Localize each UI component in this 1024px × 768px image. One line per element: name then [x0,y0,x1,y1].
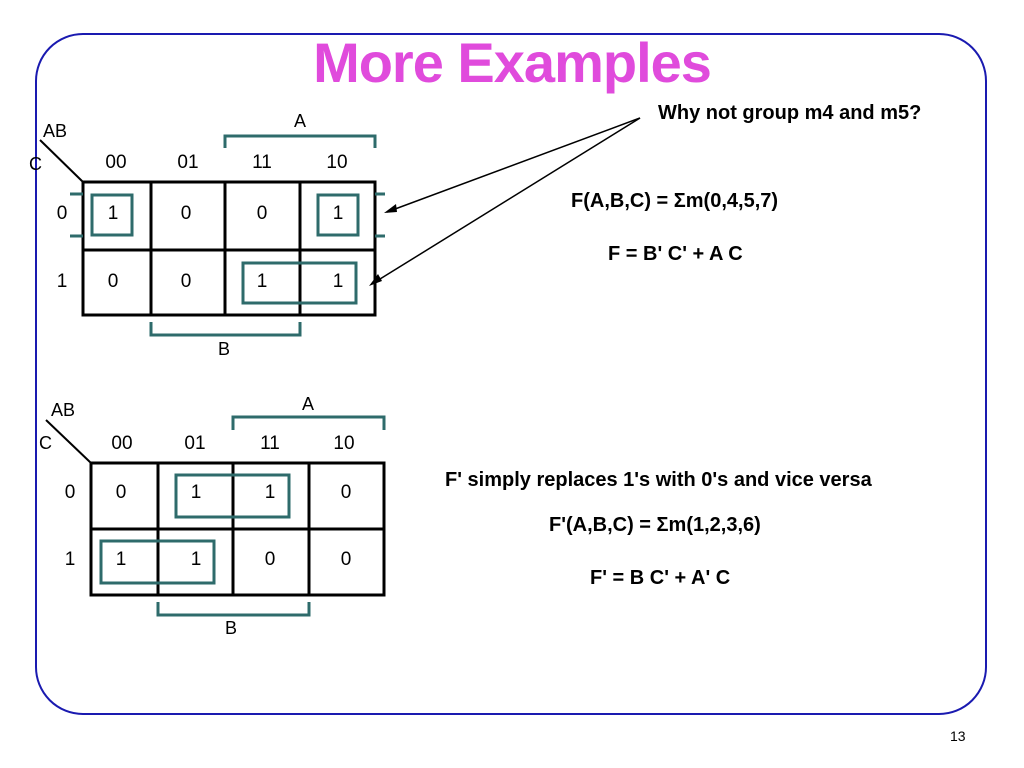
kmap2-label-a: A [302,394,315,414]
kmap1-groups [70,134,385,337]
kmap2-col-header: 01 [184,433,206,454]
question-text: Why not group m4 and m5? [658,102,922,124]
kmap1-col-header: 01 [177,152,199,173]
kmap2-label-b: B [225,618,238,638]
page-title: More Examples [313,31,712,94]
kmap2-row-header: 0 [64,482,76,503]
f2-simplified: F' = B C' + A' C [590,567,731,589]
kmap1-label-b: B [218,339,231,359]
kmap2-cell: 1 [115,549,127,570]
kmap2-row-header: 1 [64,549,76,570]
kmap1-wrap-bracket-left [70,192,83,238]
kmap1-col-header: 11 [252,152,272,173]
slide-number: 13 [950,728,966,744]
kmap1-label-a: A [294,111,307,131]
kmap1-grid [81,180,377,317]
kmap1-bracket-b [149,322,302,337]
kmap2-col-header: 11 [260,433,280,454]
kmap1-corner-ab: AB [43,121,68,141]
kmap1-group-m4 [316,193,360,237]
kmap1-cell: 1 [107,203,119,224]
kmap1-cell: 0 [256,203,268,224]
question-arrows [371,117,641,285]
kmap2-corner-c: C [39,433,52,453]
kmap1-col-header: 10 [326,152,348,173]
kmap2-col-header: 00 [111,433,133,454]
kmap2-groups [99,415,386,617]
kmap1-corner-diagonal [39,139,84,183]
kmap1-cell: 1 [332,271,344,292]
kmap2-corner-diagonal [45,419,92,464]
complement-note: F' simply replaces 1's with 0's and vice… [445,469,872,491]
kmap2-group-m1-m3 [99,539,216,585]
kmap1-col-header: 00 [105,152,127,173]
kmap2-cell: 0 [340,482,352,503]
kmap2-col-header: 10 [333,433,355,454]
kmap1-row-header: 0 [56,203,68,224]
f1-sum-of-minterms: F(A,B,C) = Σm(0,4,5,7) [571,190,779,212]
kmap1-bracket-a [223,134,377,148]
slide-frame [35,33,987,715]
kmap2-corner-ab: AB [51,400,76,420]
kmap1-cell: 0 [180,203,192,224]
arrowhead-2 [369,274,382,286]
kmap1-group-m5-m7 [241,261,358,305]
kmap1-cell: 0 [107,271,119,292]
kmap2-cell: 0 [340,549,352,570]
f1-simplified: F = B' C' + A C [608,243,743,265]
kmap2-bracket-b [156,602,311,617]
kmap2-bracket-a [231,415,386,430]
kmap1-cell: 1 [256,271,268,292]
kmap2-cell: 1 [264,482,276,503]
kmap2-cell: 1 [190,549,202,570]
kmap2-group-m2-m6 [174,473,291,519]
kmap1-cell: 0 [180,271,192,292]
f2-sum-of-minterms: F'(A,B,C) = Σm(1,2,3,6) [549,514,761,536]
kmap1-wrap-bracket-right [375,192,385,238]
kmap2-grid [89,461,386,597]
kmap2-cell: 0 [264,549,276,570]
kmap2-cell: 1 [190,482,202,503]
kmap1-corner-c: C [29,154,42,174]
kmap1-row-header: 1 [56,271,68,292]
kmap1-cell: 1 [332,203,344,224]
kmap2-cell: 0 [115,482,127,503]
kmap1-group-m0 [90,193,134,237]
arrowhead-1 [384,204,397,213]
